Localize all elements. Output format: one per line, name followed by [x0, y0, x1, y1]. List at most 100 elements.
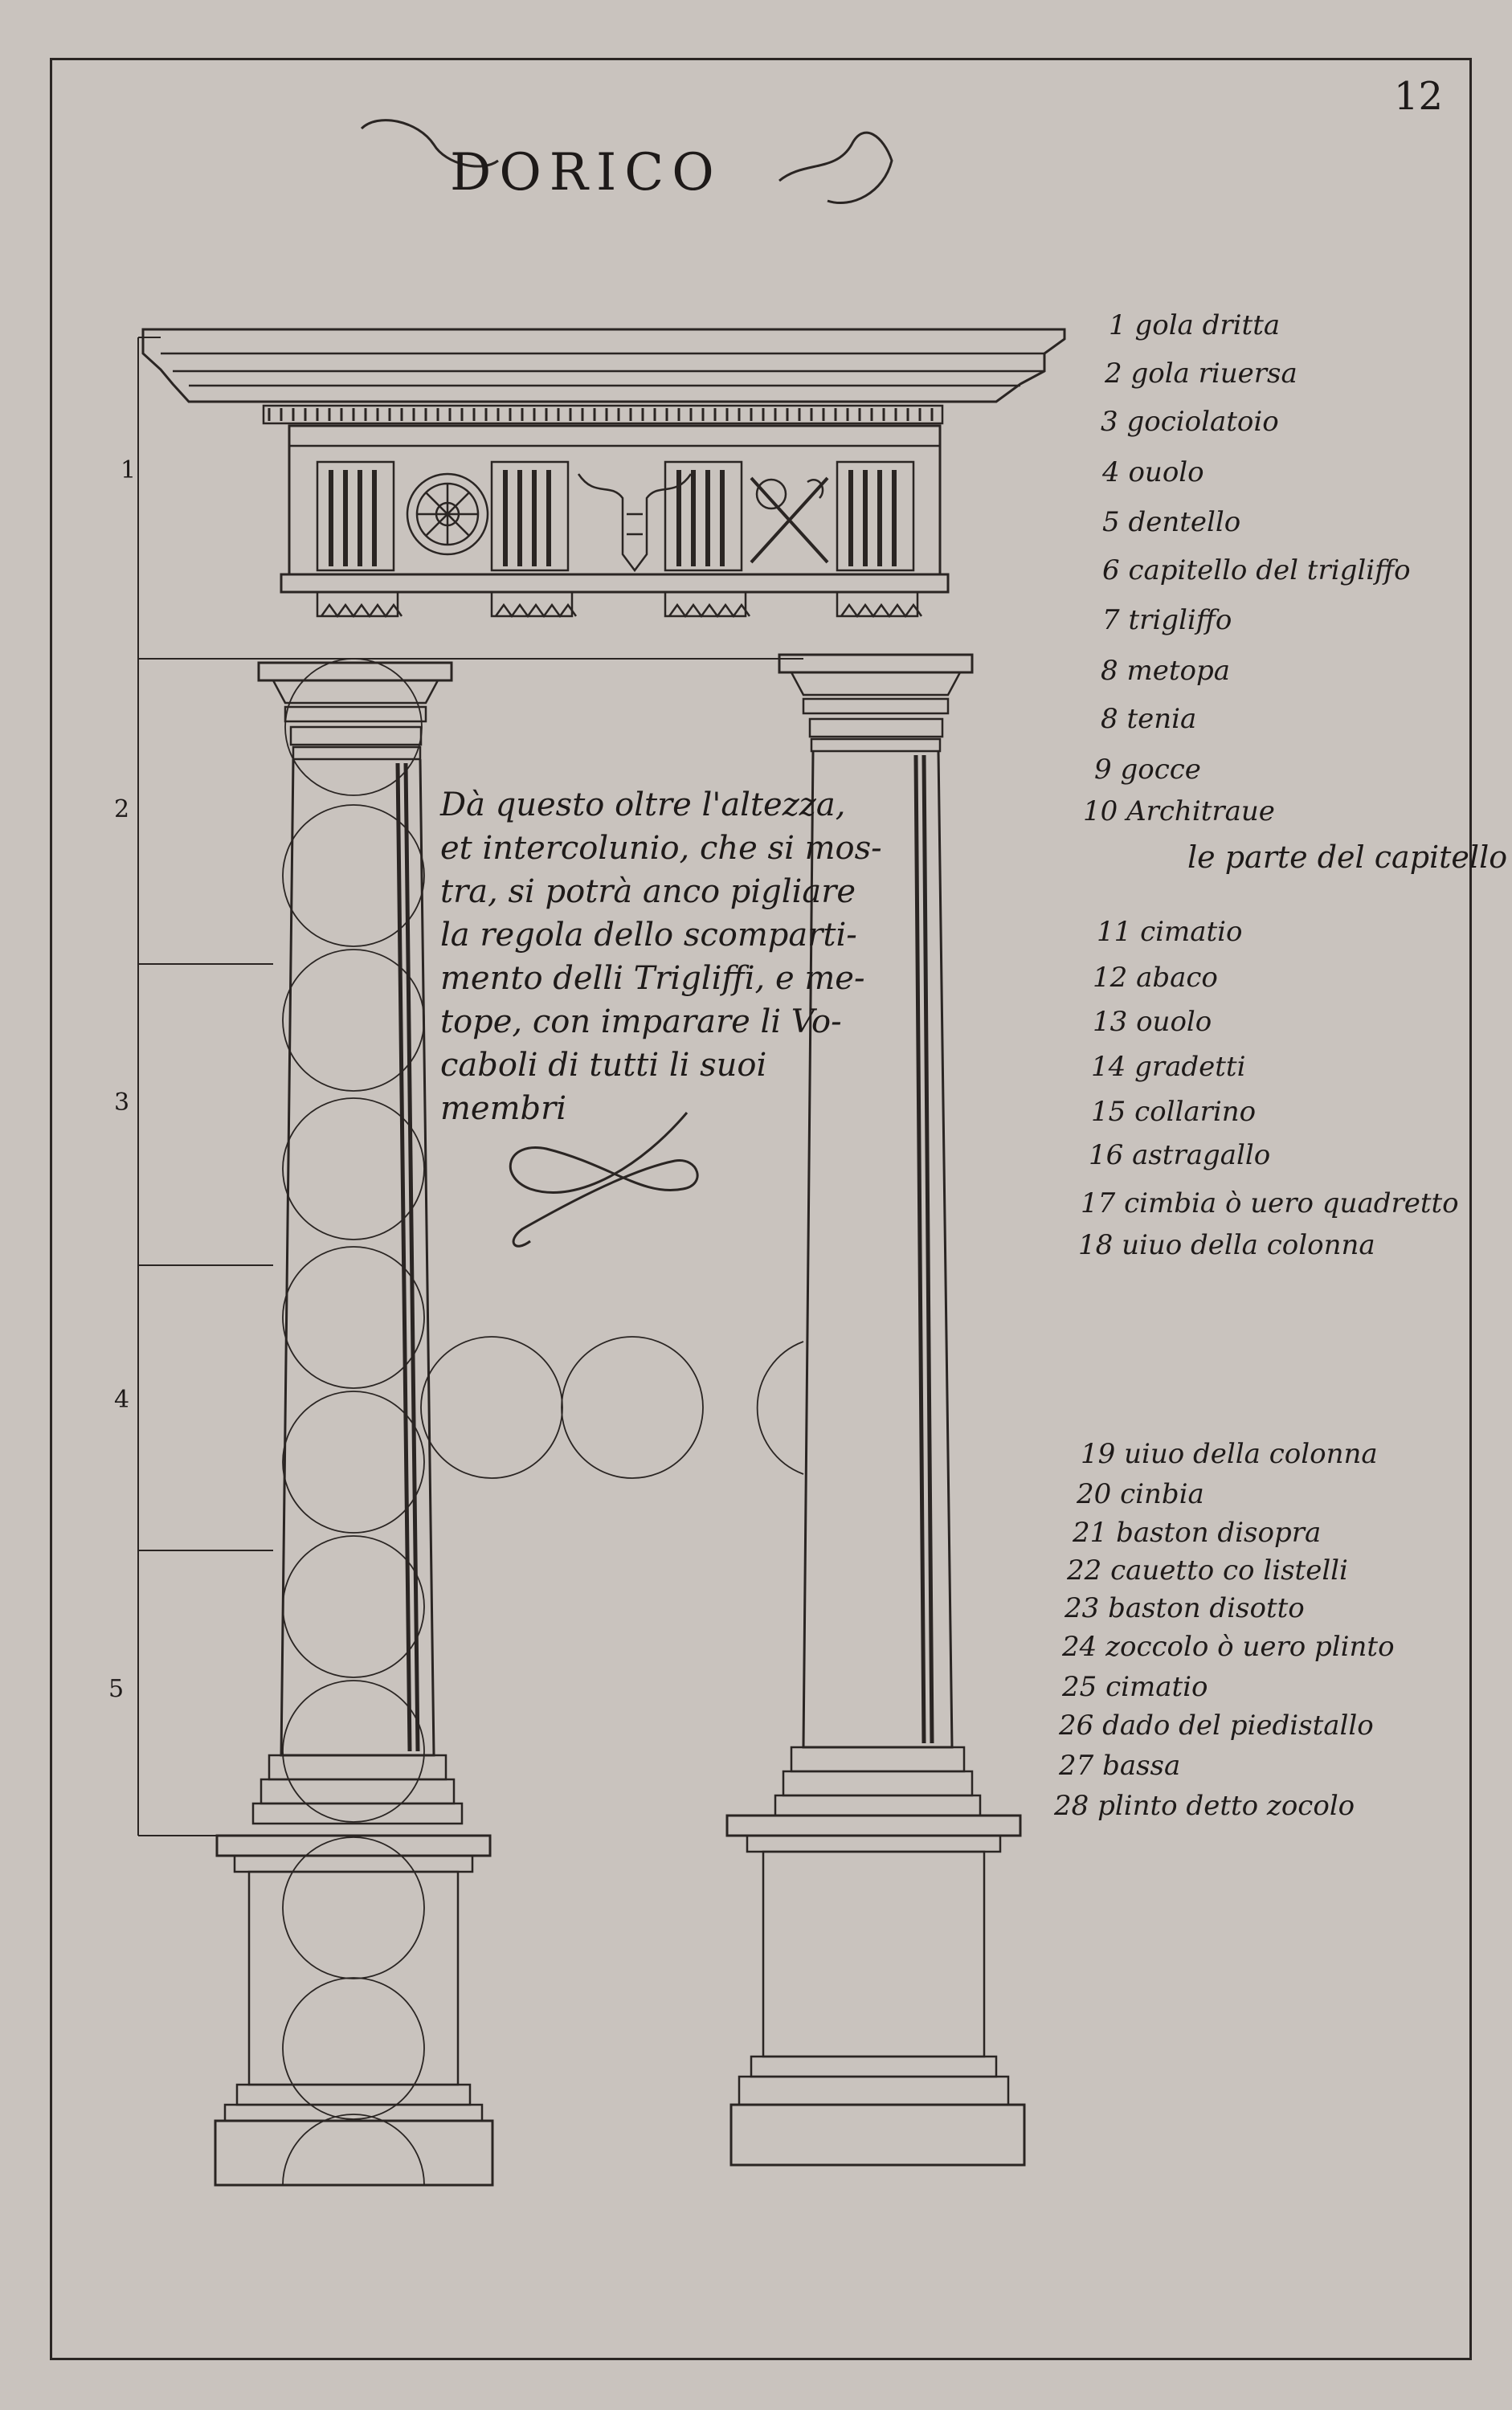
legend-number: 8 [1101, 703, 1118, 735]
legend-number: 24 [1062, 1631, 1097, 1663]
legend-number: 27 [1059, 1750, 1094, 1782]
legend-label: gociolatoio [1126, 406, 1279, 438]
legend-label: cauetto co listelli [1110, 1554, 1348, 1587]
legend-item: 22 cauetto co listelli [1067, 1554, 1348, 1587]
legend-item: 24 zoccolo ò uero plinto [1062, 1631, 1395, 1663]
scale-mark-2: 2 [114, 795, 130, 823]
legend-item: 25 cimatio [1062, 1671, 1208, 1703]
legend-number: 11 [1097, 916, 1132, 948]
legend-label: ouolo [1136, 1006, 1212, 1038]
entablature [141, 328, 1066, 619]
plate-title: DORICO [450, 143, 722, 202]
legend-label: dado del piedistallo [1102, 1709, 1374, 1742]
legend-label: collarino [1134, 1096, 1257, 1128]
plate-border [50, 58, 1472, 2360]
legend-item: 15 collarino [1091, 1096, 1256, 1128]
legend-number: 22 [1067, 1554, 1102, 1587]
legend-item: 9 gocce [1094, 754, 1201, 786]
legend-label: bassa [1102, 1750, 1181, 1782]
legend-label: gradetti [1134, 1051, 1246, 1083]
legend-number: 4 [1102, 456, 1120, 488]
legend-item: 19 uiuo della colonna [1081, 1438, 1378, 1470]
legend-number: 6 [1102, 554, 1120, 586]
legend-number: 14 [1091, 1051, 1126, 1083]
metope-crossed-tools [750, 476, 829, 564]
legend-item: 2 gola riuersa [1105, 357, 1297, 390]
legend-label: cimbia ò uero quadretto [1124, 1187, 1459, 1219]
legend-label: zoccolo ò uero plinto [1105, 1631, 1395, 1663]
title-flourish-left [360, 119, 499, 168]
legend-label: plinto detto zocolo [1097, 1790, 1355, 1822]
legend-label: cinbia [1120, 1478, 1204, 1510]
right-column [725, 653, 1026, 2167]
legend-label: uiuo della colonna [1122, 1229, 1375, 1261]
legend-item: 7 trigliffo [1102, 604, 1232, 636]
legend-number: 7 [1102, 604, 1120, 636]
triglyphs [316, 460, 915, 572]
legend-item: 5 dentello [1102, 506, 1240, 538]
legend-item: 26 dado del piedistallo [1059, 1709, 1374, 1742]
title-flourish-right [778, 131, 893, 205]
scale-mark-5: 5 [108, 1675, 125, 1703]
legend-label: astragallo [1132, 1139, 1271, 1171]
note-flourish [509, 1112, 699, 1248]
legend-number: 25 [1062, 1671, 1097, 1703]
metope-rosette [406, 472, 489, 556]
legend-number: 16 [1089, 1139, 1124, 1171]
legend-item: 14 gradetti [1091, 1051, 1245, 1083]
legend-number: 10 [1083, 795, 1118, 827]
legend-number: 13 [1093, 1006, 1128, 1038]
legend-number: 3 [1101, 406, 1118, 438]
legend-item: 21 baston disopra [1073, 1517, 1321, 1549]
legend-number: 5 [1102, 506, 1120, 538]
page-number: 12 [1394, 74, 1444, 119]
legend-label: abaco [1136, 962, 1218, 994]
guttae [316, 590, 923, 619]
legend-label: metopa [1126, 655, 1230, 687]
dentils [268, 408, 934, 421]
legend-item: 4 ouolo [1102, 456, 1204, 488]
legend-item: 20 cinbia [1077, 1478, 1204, 1510]
legend-item: 3 gociolatoio [1101, 406, 1279, 438]
legend-label: Architraue [1126, 795, 1275, 827]
construction-circles [282, 658, 425, 2186]
legend-item: 8 tenia [1101, 703, 1196, 735]
legend-number: 1 [1109, 309, 1126, 341]
legend-number: 26 [1059, 1709, 1094, 1742]
legend-number: 23 [1065, 1592, 1100, 1624]
legend-item: 17 cimbia ò uero quadretto [1081, 1187, 1459, 1219]
legend-number: 21 [1073, 1517, 1108, 1549]
legend-number: 9 [1094, 754, 1112, 786]
legend-item: 1 gola dritta [1109, 309, 1280, 341]
legend-item: 27 bassa [1059, 1750, 1180, 1782]
legend-item: 28 plinto detto zocolo [1054, 1790, 1355, 1822]
legend-label: trigliffo [1128, 604, 1232, 636]
scale-mark-3: 3 [114, 1089, 130, 1117]
legend-label: cimatio [1140, 916, 1243, 948]
legend-label: uiuo della colonna [1124, 1438, 1378, 1470]
legend-number: 15 [1091, 1096, 1126, 1128]
legend-item: 13 ouolo [1093, 1006, 1212, 1038]
legend-label: cimatio [1105, 1671, 1208, 1703]
legend-item: 18 uiuo della colonna [1078, 1229, 1375, 1261]
legend-item: 16 astragallo [1089, 1139, 1270, 1171]
legend-number: 28 [1054, 1790, 1089, 1822]
legend-number: 12 [1093, 962, 1128, 994]
legend-item: 8 metopa [1101, 655, 1230, 687]
legend-number: 17 [1081, 1187, 1116, 1219]
legend-number: 18 [1078, 1229, 1114, 1261]
legend-item: 12 abaco [1093, 962, 1218, 994]
legend-item: 23 baston disotto [1065, 1592, 1305, 1624]
legend-number: 2 [1105, 357, 1122, 390]
intercolumniation-circles [420, 1336, 804, 1479]
legend-label: ouolo [1128, 456, 1204, 488]
legend-label: baston disotto [1108, 1592, 1305, 1624]
legend-item: 6 capitello del trigliffo [1102, 554, 1411, 586]
legend-item: 10 Architraue [1083, 795, 1275, 827]
legend-label: gola riuersa [1130, 357, 1297, 390]
legend-label: gocce [1120, 754, 1201, 786]
legend-number: 20 [1077, 1478, 1112, 1510]
legend-item: 11 cimatio [1097, 916, 1243, 948]
